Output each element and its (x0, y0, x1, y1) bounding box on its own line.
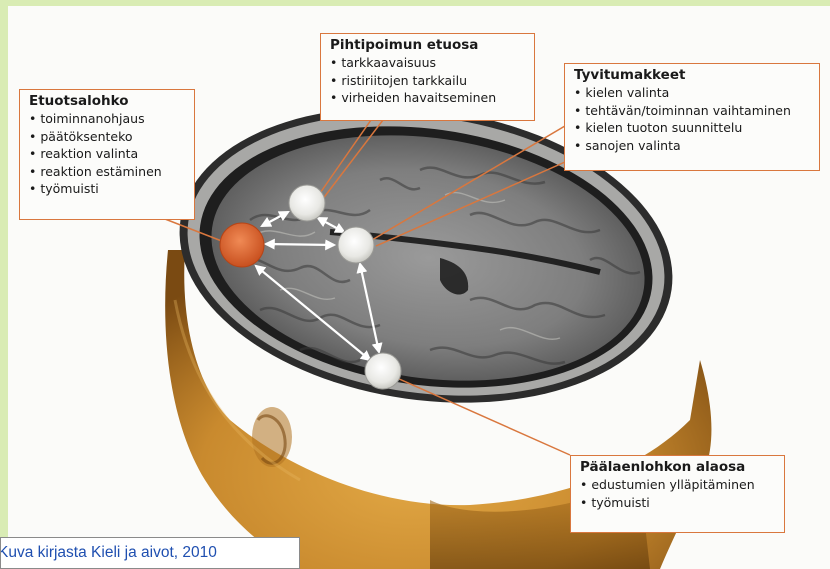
list-item: tehtävän/toiminnan vaihtaminen (574, 102, 811, 120)
cingulate-region-marker (289, 185, 325, 221)
cingulate-list: tarkkaavaisuus ristiriitojen tarkkailu v… (330, 54, 526, 107)
image-credit-text: Kuva kirjasta Kieli ja aivot, 2010 (0, 544, 217, 561)
frontal-region-marker (220, 223, 264, 267)
cingulate-title: Pihtipoimun etuosa (330, 37, 526, 53)
list-item: työmuisti (29, 180, 186, 198)
list-item: reaktion estäminen (29, 163, 186, 181)
list-item: virheiden havaitseminen (330, 89, 526, 107)
frontal-lobe-list: toiminnanohjaus päätöksenteko reaktion v… (29, 110, 186, 198)
list-item: tarkkaavaisuus (330, 54, 526, 72)
list-item: edustumien ylläpitäminen (580, 476, 776, 494)
basal-ganglia-region-marker (338, 227, 374, 263)
image-credit: Kuva kirjasta Kieli ja aivot, 2010 (0, 537, 300, 569)
cingulate-label-box: Pihtipoimun etuosa tarkkaavaisuus ristir… (320, 33, 535, 121)
frontal-lobe-title: Etuotsalohko (29, 93, 186, 109)
list-item: ristiriitojen tarkkailu (330, 72, 526, 90)
list-item: reaktion valinta (29, 145, 186, 163)
list-item: kielen tuoton suunnittelu (574, 119, 811, 137)
list-item: kielen valinta (574, 84, 811, 102)
list-item: sanojen valinta (574, 137, 811, 155)
parietal-label-box: Päälaenlohkon alaosa edustumien ylläpitä… (570, 455, 785, 533)
basal-ganglia-label-box: Tyvitumakkeet kielen valinta tehtävän/to… (564, 63, 820, 171)
list-item: työmuisti (580, 494, 776, 512)
basal-ganglia-list: kielen valinta tehtävän/toiminnan vaihta… (574, 84, 811, 154)
parietal-title: Päälaenlohkon alaosa (580, 459, 776, 475)
basal-ganglia-title: Tyvitumakkeet (574, 67, 811, 83)
list-item: toiminnanohjaus (29, 110, 186, 128)
parietal-list: edustumien ylläpitäminen työmuisti (580, 476, 776, 511)
list-item: päätöksenteko (29, 128, 186, 146)
parietal-region-marker (365, 353, 401, 389)
frontal-lobe-label-box: Etuotsalohko toiminnanohjaus päätöksente… (19, 89, 195, 220)
